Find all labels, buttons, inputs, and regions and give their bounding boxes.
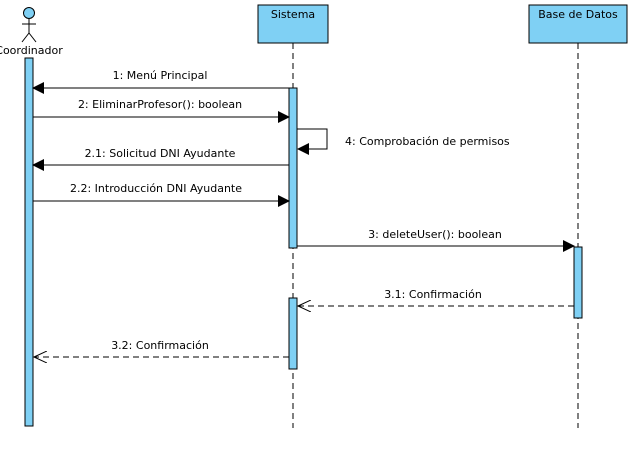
activation-sistema-1 (288, 87, 298, 249)
message-delete-user: 3: deleteUser(): boolean (297, 228, 575, 252)
activation-sistema-2 (288, 297, 298, 370)
message-label: 2: EliminarProfesor(): boolean (78, 98, 242, 111)
actor-coordinador: Coordinador (0, 7, 63, 57)
message-label: 2.2: Introducción DNI Ayudante (70, 182, 242, 195)
message-introduccion-dni: 2.2: Introducción DNI Ayudante (33, 182, 290, 207)
object-box (528, 4, 628, 44)
object-label: Sistema (271, 8, 315, 21)
message-arrow (297, 128, 328, 155)
message-label: 3.2: Confirmación (111, 339, 209, 352)
message-comprobacion-permisos: 4: Comprobación de permisos (297, 128, 510, 155)
message-confirmacion-sistema: 3.2: Confirmación (34, 339, 289, 357)
object-label: Base de Datos (538, 8, 618, 21)
message-confirmacion-db: 3.1: Confirmación (298, 288, 574, 306)
object-box (257, 4, 329, 44)
message-solicitud-dni: 2.1: Solicitud DNI Ayudante (32, 147, 289, 171)
message-label: 3: deleteUser(): boolean (368, 228, 502, 241)
message-label: 1: Menú Principal (113, 69, 208, 82)
actor-head (23, 7, 35, 19)
message-menu-principal: 1: Menú Principal (32, 69, 289, 94)
activation-base-de-datos (573, 246, 583, 319)
message-eliminar-profesor: 2: EliminarProfesor(): boolean (33, 98, 290, 123)
object-base-de-datos: Base de Datos (528, 4, 628, 44)
message-label: 4: Comprobación de permisos (345, 135, 510, 148)
object-sistema: Sistema (257, 4, 329, 44)
actor-label: Coordinador (0, 44, 63, 57)
message-label: 3.1: Confirmación (384, 288, 482, 301)
message-label: 2.1: Solicitud DNI Ayudante (85, 147, 236, 160)
activation-coordinador (24, 57, 34, 427)
